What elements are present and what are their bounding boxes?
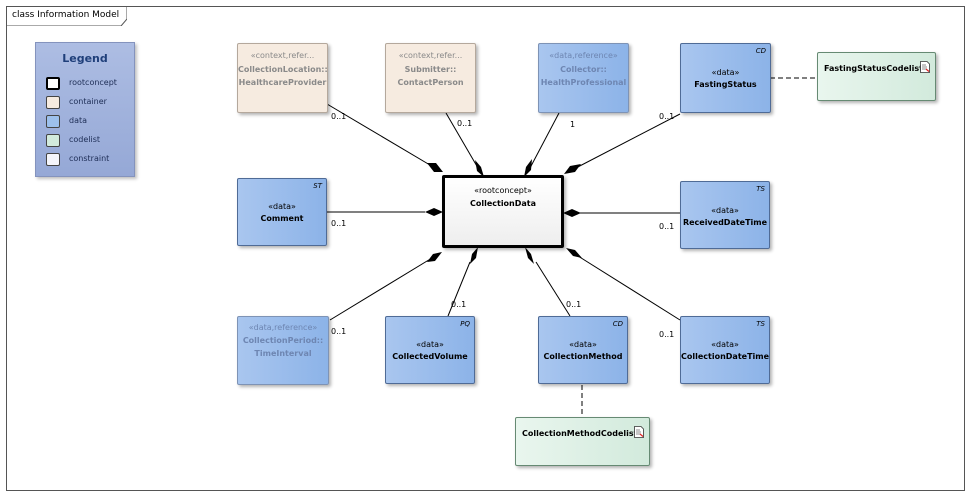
class-stereotype: «data» — [711, 340, 739, 349]
class-name: CollectionLocation:: — [238, 65, 328, 74]
class-name: HealthcareProvider — [238, 78, 327, 87]
multiplicity-received: 0..1 — [659, 222, 675, 231]
class-datatype: TS — [756, 320, 765, 328]
class-datatype: CD — [612, 320, 623, 328]
multiplicity-submitter: 0..1 — [457, 119, 473, 128]
legend-swatch — [46, 96, 60, 109]
class-datatype: PQ — [460, 320, 470, 328]
assoc-datetime — [577, 255, 681, 321]
class-collection-date-time[interactable]: TS «data» CollectionDateTime — [680, 316, 770, 384]
class-collection-location[interactable]: «context,refer... CollectionLocation:: H… — [237, 43, 328, 113]
codelist-document-icon — [634, 426, 644, 438]
class-name: CollectionData — [469, 199, 537, 208]
legend-swatch — [46, 153, 60, 166]
composition-diamond-location — [427, 163, 443, 172]
composition-diamond-volume — [470, 247, 478, 264]
class-collector[interactable]: «data,reference» Collector:: HealthProfe… — [538, 43, 629, 113]
composition-diamond-submitter — [475, 160, 484, 177]
frame-tab — [6, 6, 127, 26]
class-datatype: TS — [756, 185, 765, 193]
class-stereotype: «data» — [268, 202, 296, 211]
class-name: HealthProfessional — [540, 78, 627, 87]
class-stereotype: «data» — [416, 340, 444, 349]
legend-label: container — [69, 97, 107, 106]
class-stereotype: «data,reference» — [549, 51, 618, 60]
legend-swatch — [46, 134, 60, 147]
legend-title: Legend — [62, 52, 108, 65]
assoc-collector — [529, 112, 560, 169]
assoc-period — [329, 257, 433, 321]
multiplicity-volume: 0..1 — [451, 300, 467, 309]
composition-diamond-datetime — [566, 248, 582, 258]
legend-label: rootconcept — [69, 78, 117, 87]
class-stereotype: «data» — [711, 206, 739, 215]
class-collection-method-codelist[interactable]: CollectionMethodCodelist — [515, 417, 650, 466]
class-comment[interactable]: ST «data» Comment — [237, 178, 327, 246]
class-stereotype: «rootconcept» — [474, 186, 532, 195]
assoc-method — [535, 261, 571, 317]
assoc-fasting — [571, 113, 681, 171]
frame-title: class Information Model — [12, 10, 120, 20]
class-name: CollectionMethodCodelist — [522, 429, 638, 438]
class-name: FastingStatusCodelist — [824, 64, 923, 73]
class-received-date-time[interactable]: TS «data» ReceivedDateTime — [680, 181, 770, 249]
class-submitter[interactable]: «context,refer... Submitter:: ContactPer… — [385, 43, 476, 113]
class-name: CollectionPeriod:: — [242, 336, 324, 345]
class-stereotype: «data,reference» — [248, 323, 318, 332]
legend: Legend rootconcept container data codeli… — [35, 42, 135, 177]
multiplicity-method: 0..1 — [566, 300, 582, 309]
legend-swatch — [46, 77, 60, 90]
legend-label: data — [69, 116, 88, 125]
composition-diamond-period — [427, 252, 442, 262]
multiplicity-location: 0..1 — [331, 112, 347, 121]
codelist-document-icon — [920, 61, 930, 73]
diagram-frame — [6, 6, 965, 491]
class-fasting-status-codelist[interactable]: FastingStatusCodelist — [817, 52, 936, 101]
class-name: ReceivedDateTime — [682, 218, 768, 227]
assoc-volume — [447, 261, 471, 317]
legend-label: codelist — [69, 135, 101, 144]
class-name: CollectionMethod — [543, 352, 623, 361]
class-name: Comment — [260, 214, 304, 223]
composition-diamond-collector — [524, 159, 532, 177]
class-name: CollectedVolume — [392, 352, 468, 361]
composition-diamond-comment — [425, 208, 443, 216]
class-stereotype: «context,refer... — [250, 51, 315, 60]
multiplicity-period: 0..1 — [331, 327, 347, 336]
legend-label: constraint — [69, 154, 110, 163]
class-name: FastingStatus — [694, 80, 757, 89]
multiplicity-datetime: 0..1 — [659, 330, 675, 339]
class-collection-method[interactable]: CD «data» CollectionMethod — [538, 316, 628, 384]
class-datatype: CD — [755, 47, 766, 55]
composition-diamond-received — [563, 209, 581, 217]
class-stereotype: «data» — [569, 340, 597, 349]
legend-swatch — [46, 115, 60, 128]
class-collection-period[interactable]: «data,reference» CollectionPeriod:: Time… — [237, 316, 329, 385]
assoc-submitter — [445, 112, 479, 169]
multiplicity-collector: 1 — [570, 120, 576, 129]
class-stereotype: «data» — [711, 68, 740, 77]
multiplicity-fasting: 0..1 — [659, 112, 675, 121]
assoc-location — [326, 103, 436, 169]
class-name: ContactPerson — [397, 78, 464, 87]
class-name: TimeInterval — [254, 349, 312, 358]
multiplicity-comment: 0..1 — [331, 219, 347, 228]
class-collection-data-root[interactable]: «rootconcept» CollectionData — [442, 175, 564, 248]
class-name: Collector:: — [560, 65, 607, 74]
class-name: CollectionDateTime — [681, 352, 770, 361]
class-name: Submitter:: — [404, 65, 457, 74]
class-fasting-status[interactable]: CD «data» FastingStatus — [680, 43, 771, 113]
class-stereotype: «context,refer... — [398, 51, 463, 60]
class-collected-volume[interactable]: PQ «data» CollectedVolume — [385, 316, 475, 384]
composition-diamond-method — [525, 247, 534, 264]
composition-diamond-fasting — [564, 164, 581, 174]
class-datatype: ST — [313, 182, 322, 190]
